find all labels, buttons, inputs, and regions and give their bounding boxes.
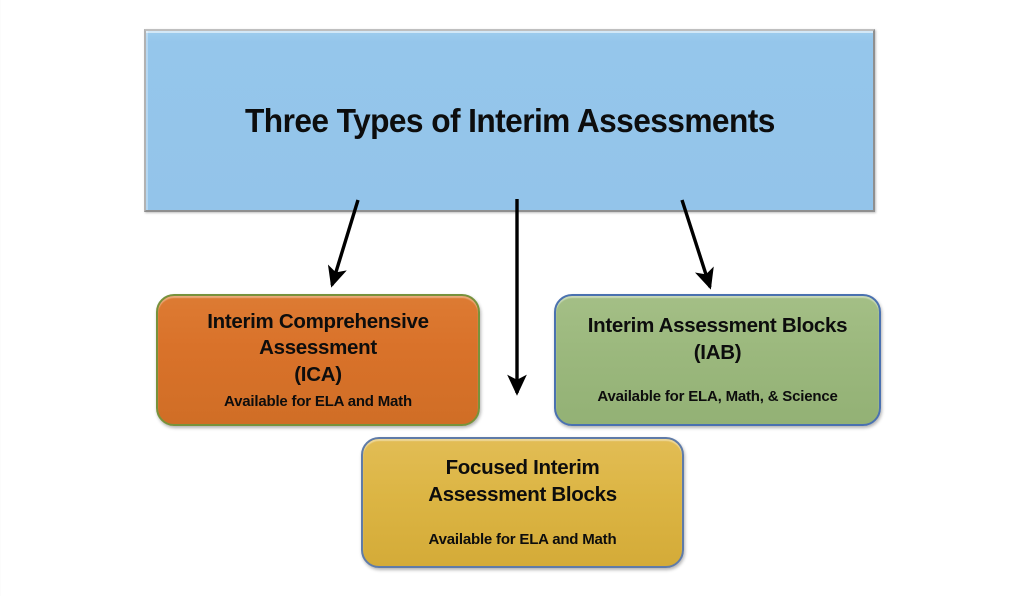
fiab-availability: Available for ELA and Math bbox=[428, 530, 617, 548]
arrow-title-to-ica bbox=[327, 199, 360, 288]
node-interim-comprehensive-assessment[interactable]: Interim Comprehensive Assessment (ICA) A… bbox=[156, 294, 480, 426]
iab-line-2: (IAB) bbox=[693, 340, 742, 364]
ica-availability: Available for ELA and Math bbox=[224, 392, 412, 410]
node-focused-interim-assessment-blocks[interactable]: Focused Interim Assessment Blocks Availa… bbox=[361, 437, 684, 568]
ica-line-3: (ICA) bbox=[294, 362, 342, 386]
fiab-line-1: Focused Interim bbox=[445, 456, 600, 480]
ica-line-1: Interim Comprehensive bbox=[207, 309, 429, 333]
page-title: Three Types of Interim Assessments bbox=[244, 101, 775, 139]
fiab-line-2: Assessment Blocks bbox=[428, 483, 617, 507]
iab-availability: Available for ELA, Math, & Science bbox=[597, 388, 838, 406]
iab-line-1: Interim Assessment Blocks bbox=[587, 313, 848, 337]
node-interim-assessment-blocks[interactable]: Interim Assessment Blocks (IAB) Availabl… bbox=[554, 294, 881, 426]
ica-line-2: Assessment bbox=[259, 336, 377, 360]
title-banner: Three Types of Interim Assessments bbox=[144, 29, 875, 212]
arrow-title-to-iab bbox=[680, 199, 714, 290]
